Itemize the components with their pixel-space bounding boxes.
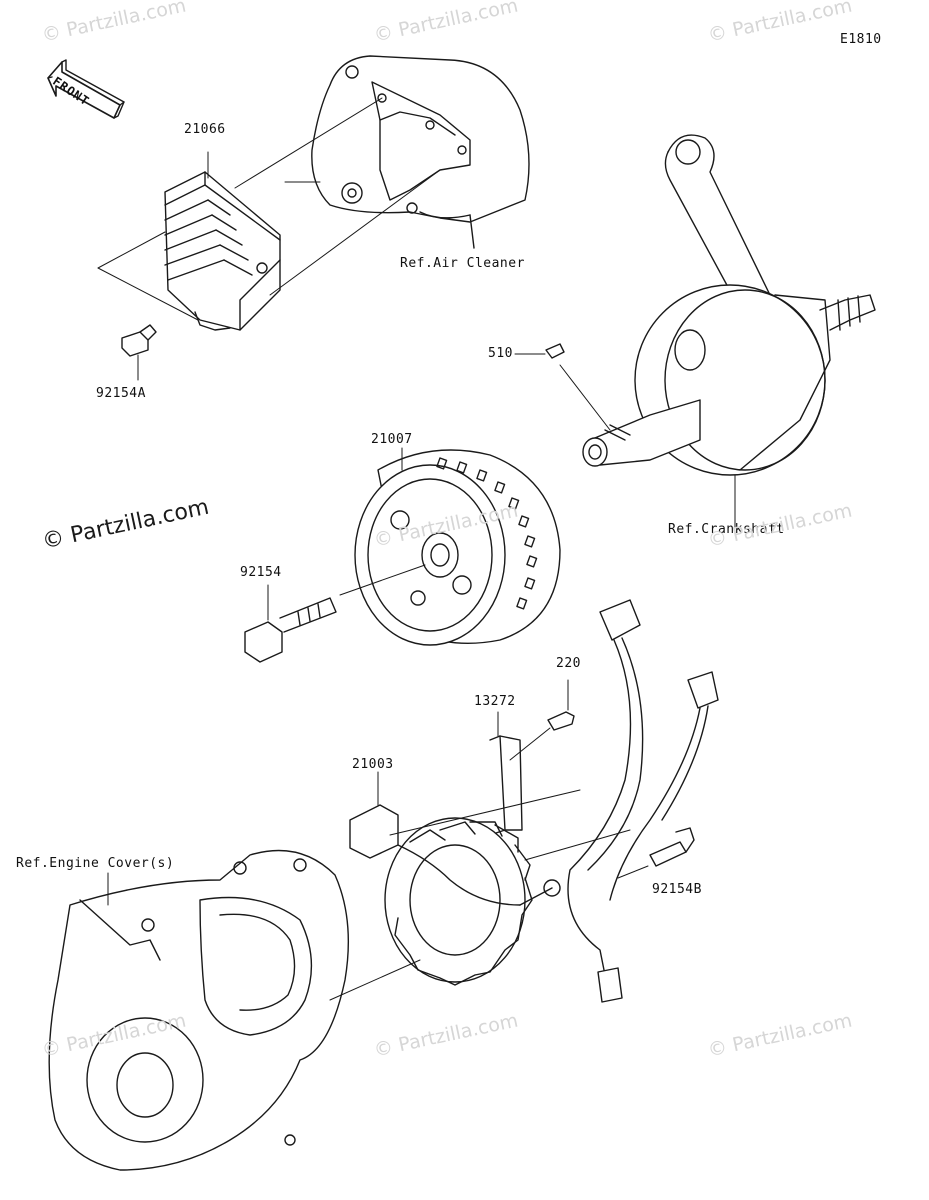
stator-leaders [329, 771, 631, 1001]
ref-crankshaft-label[interactable]: Ref.Crankshaft [668, 522, 785, 537]
diagram-code: E1810 [840, 32, 882, 47]
stator-coil [349, 804, 553, 986]
part-label-21066[interactable]: 21066 [184, 122, 226, 137]
bolt-92154a [121, 324, 157, 357]
ref-engine-cover-label[interactable]: Ref.Engine Cover(s) [16, 856, 175, 871]
part-label-220[interactable]: 220 [556, 656, 581, 671]
wire-harness [543, 599, 719, 1003]
flywheel-teeth [436, 457, 538, 610]
clamp-13272 [477, 711, 551, 836]
woodruff-key [514, 343, 611, 431]
flywheel-rotor [354, 447, 561, 646]
flywheel-bolt [244, 564, 426, 663]
engine-cover [48, 849, 350, 1171]
regulator-leaders [97, 97, 441, 381]
part-label-13272[interactable]: 13272 [474, 694, 516, 709]
regulator-rectifier [164, 171, 281, 331]
part-label-510[interactable]: 510 [488, 346, 513, 361]
bolt-92154b [617, 827, 695, 879]
front-arrow-icon [47, 59, 125, 119]
ref-air-cleaner-label[interactable]: Ref.Air Cleaner [400, 256, 525, 271]
crankshaft [582, 134, 876, 529]
air-cleaner-bracket [311, 55, 530, 249]
part-label-92154[interactable]: 92154 [240, 565, 282, 580]
part-label-92154b[interactable]: 92154B [652, 882, 702, 897]
part-label-21007[interactable]: 21007 [371, 432, 413, 447]
part-label-21003[interactable]: 21003 [352, 757, 394, 772]
part-label-92154a[interactable]: 92154A [96, 386, 146, 401]
screw-220 [547, 679, 575, 731]
